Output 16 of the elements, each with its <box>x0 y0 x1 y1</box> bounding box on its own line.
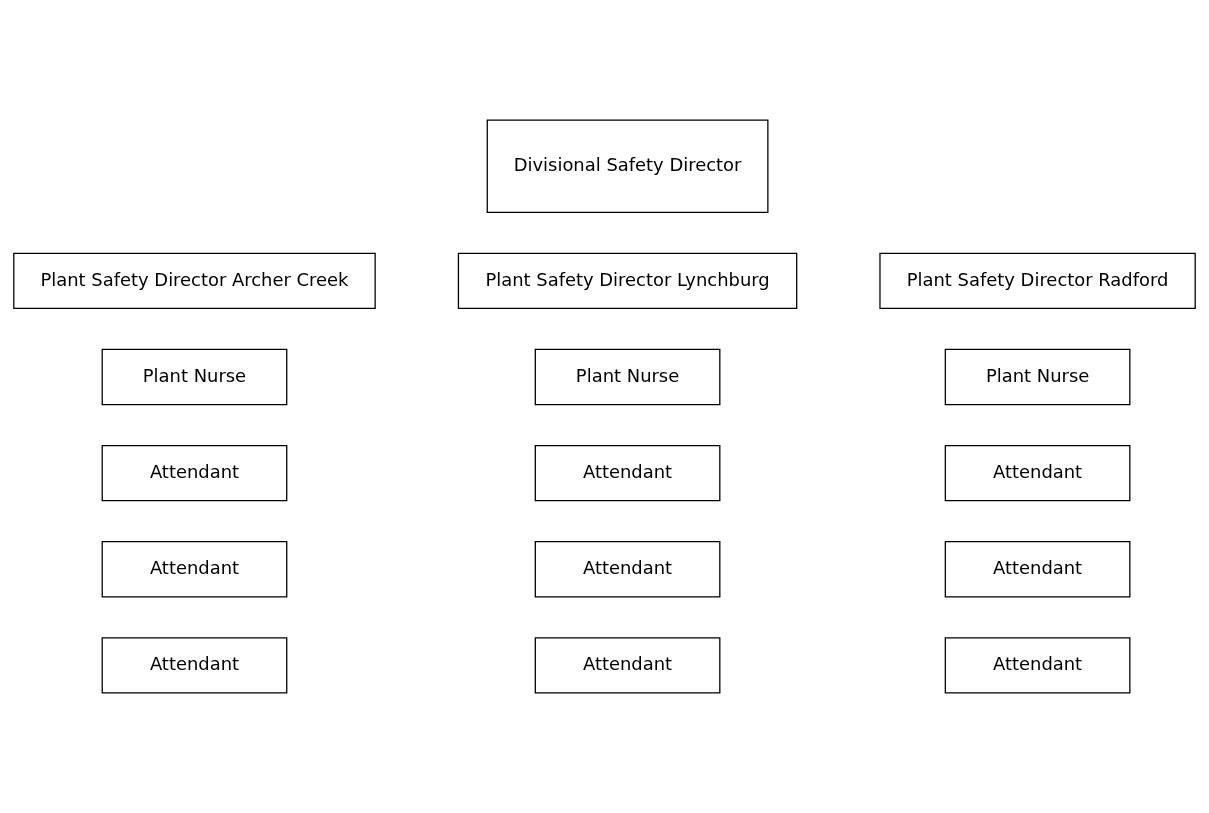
node-box: Attendant <box>534 444 721 502</box>
node-box: Attendant <box>944 541 1131 598</box>
node-box: Attendant <box>944 637 1131 694</box>
node-box: Divisional Safety Director <box>486 119 769 213</box>
node-box: Attendant <box>534 637 721 694</box>
node-box: Plant Safety Director Lynchburg <box>457 252 798 310</box>
node-box: Plant Safety Director Archer Creek <box>13 252 376 310</box>
node-box: Plant Nurse <box>944 348 1131 406</box>
node-box: Plant Nurse <box>101 348 288 406</box>
node-box: Attendant <box>944 444 1131 502</box>
node-box: Attendant <box>101 444 288 502</box>
node-box: Attendant <box>101 541 288 598</box>
node-box: Plant Safety Director Radford <box>879 252 1196 310</box>
node-box: Plant Nurse <box>534 348 721 406</box>
node-box: Attendant <box>534 541 721 598</box>
node-box: Attendant <box>101 637 288 694</box>
